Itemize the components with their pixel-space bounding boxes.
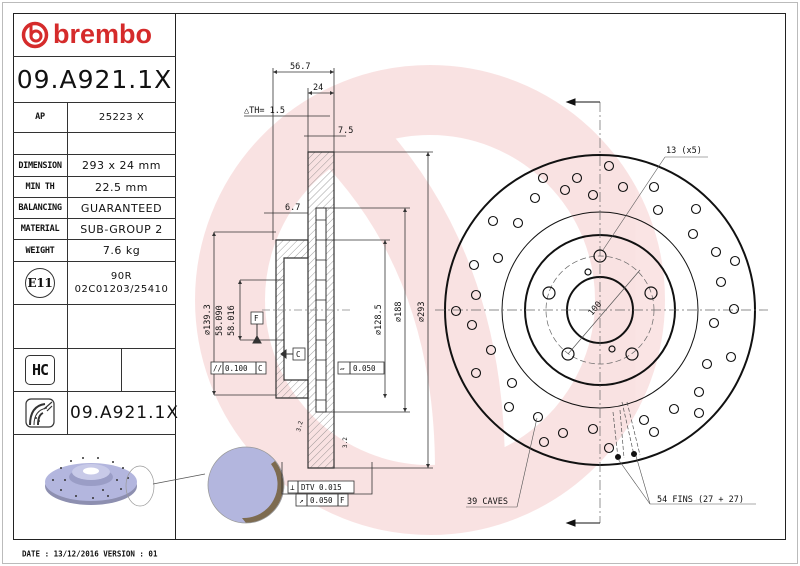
brembo-logo-icon (21, 21, 49, 48)
disc-icon-cell (13, 392, 68, 434)
dim-d128-5: ⌀128.5 (374, 304, 384, 335)
bolt-holes-label: 13 (x5) (666, 146, 702, 156)
dim-d58-016: 58.016 (227, 305, 237, 336)
title-block: brembo 09.A921.1X AP 25223 X DIMENSION 2… (13, 13, 179, 540)
spec-label: WEIGHT (13, 240, 68, 261)
spec-value: 7.6 kg (102, 244, 141, 257)
approval-mark-cell: E11 (13, 262, 68, 304)
dim-d293: ⌀293 (417, 302, 427, 322)
e11-approval-icon: E11 (25, 268, 55, 298)
zoom-detail-render (207, 446, 285, 524)
spec-value: 293 x 24 mm (82, 159, 161, 172)
dim-24: 24 (313, 83, 323, 93)
dim-7-5: 7.5 (338, 126, 353, 136)
part-number-title: 09.A921.1X (13, 57, 176, 103)
front-view-labels: 13 (x5) 100 39 CAVES 54 FINS (27 + 27) (467, 146, 744, 507)
spec-row-dimension: DIMENSION 293 x 24 mm (13, 155, 176, 177)
gdt-frames: F C // 0.100 C ▱ 0.050 ⟂ DTV 0.015 ↗ 0.0… (210, 311, 385, 507)
datum-c: C (296, 350, 301, 359)
roughness-a: 3.2 (295, 420, 305, 433)
dtv-symbol: ⟂ (290, 483, 295, 492)
front-view (435, 98, 768, 527)
dim-d58-090: 58.090 (215, 305, 225, 336)
cross-drilled-holes (450, 160, 741, 454)
spec-label: DIMENSION (13, 155, 68, 176)
parallel-symbol: // (213, 364, 222, 373)
drawing-frame (13, 13, 786, 540)
flatness-symbol: ▱ (340, 364, 345, 373)
product-ref: 09.A921.1X (70, 403, 179, 423)
spec-value: GUARANTEED (80, 201, 163, 215)
spec-label (13, 133, 68, 154)
brand-name: brembo (53, 19, 153, 49)
spec-label: AP (13, 102, 68, 132)
spec-label: BALANCING (13, 198, 68, 218)
runout-symbol: ↗ (299, 496, 304, 505)
hc-icon: HC (25, 355, 55, 385)
hc-cell: HC (13, 349, 68, 391)
dtv-frame (287, 480, 355, 494)
approval-regulation: 90R (110, 271, 133, 282)
approval-number: 02C01203/25410 (74, 284, 169, 295)
fins-label: 54 FINS (27 + 27) (657, 495, 744, 505)
parallel-value: 0.100 (225, 364, 248, 373)
dim-56-7: 56.7 (290, 62, 310, 72)
date-version-footer: DATE : 13/12/2016 VERSION : 01 (22, 549, 158, 559)
hc-row: HC (13, 349, 176, 392)
dim-delta-th: △TH= 1.5 (244, 106, 285, 116)
dim-6-7: 6.7 (285, 203, 300, 213)
approval-row: E11 90R 02C01203/25410 (13, 262, 176, 305)
dtv-value: DTV 0.015 (301, 483, 342, 492)
spec-row-min-th: MIN TH 22.5 mm (13, 177, 176, 198)
spec-row-ap: AP 25223 X (13, 102, 176, 133)
section-view (212, 68, 433, 500)
spec-row-material: MATERIAL SUB-GROUP 2 (13, 219, 176, 240)
approval-codes: 90R 02C01203/25410 (67, 262, 176, 304)
spec-row-balancing: BALANCING GUARANTEED (13, 198, 176, 219)
disc-3d-render (45, 457, 206, 507)
blank-cell (13, 305, 68, 348)
runout-frame (295, 493, 349, 507)
spec-label: MATERIAL (13, 219, 68, 239)
spec-row-empty (13, 133, 176, 155)
section-dimension-labels: 56.7 24 △TH= 1.5 7.5 6.7 ⌀139.3 58.090 5… (203, 62, 427, 448)
spec-row-blank (13, 305, 176, 349)
dim-d139-3: ⌀139.3 (203, 304, 213, 335)
parallelism-frame (210, 361, 267, 375)
product-ref-row: 09.A921.1X (13, 392, 179, 435)
runout-value: 0.050 (310, 496, 333, 505)
spec-label: MIN TH (13, 177, 68, 197)
runout-ref: F (340, 496, 345, 505)
spec-value: 22.5 mm (95, 180, 148, 194)
hc-divider (121, 349, 122, 391)
parallel-ref: C (258, 364, 263, 373)
spec-value: SUB-GROUP 2 (80, 222, 163, 236)
spec-row-weight: WEIGHT 7.6 kg (13, 240, 176, 262)
spec-value: 25223 X (98, 111, 145, 123)
flatness-value: 0.050 (353, 364, 376, 373)
dim-d188: ⌀188 (394, 302, 404, 322)
roughness-b: 3.2 (342, 437, 349, 448)
caves-label: 39 CAVES (467, 497, 508, 507)
datum-f: F (254, 314, 259, 323)
drilled-disc-icon (25, 398, 55, 428)
brand-header: brembo (13, 13, 176, 57)
render-area (45, 446, 285, 524)
